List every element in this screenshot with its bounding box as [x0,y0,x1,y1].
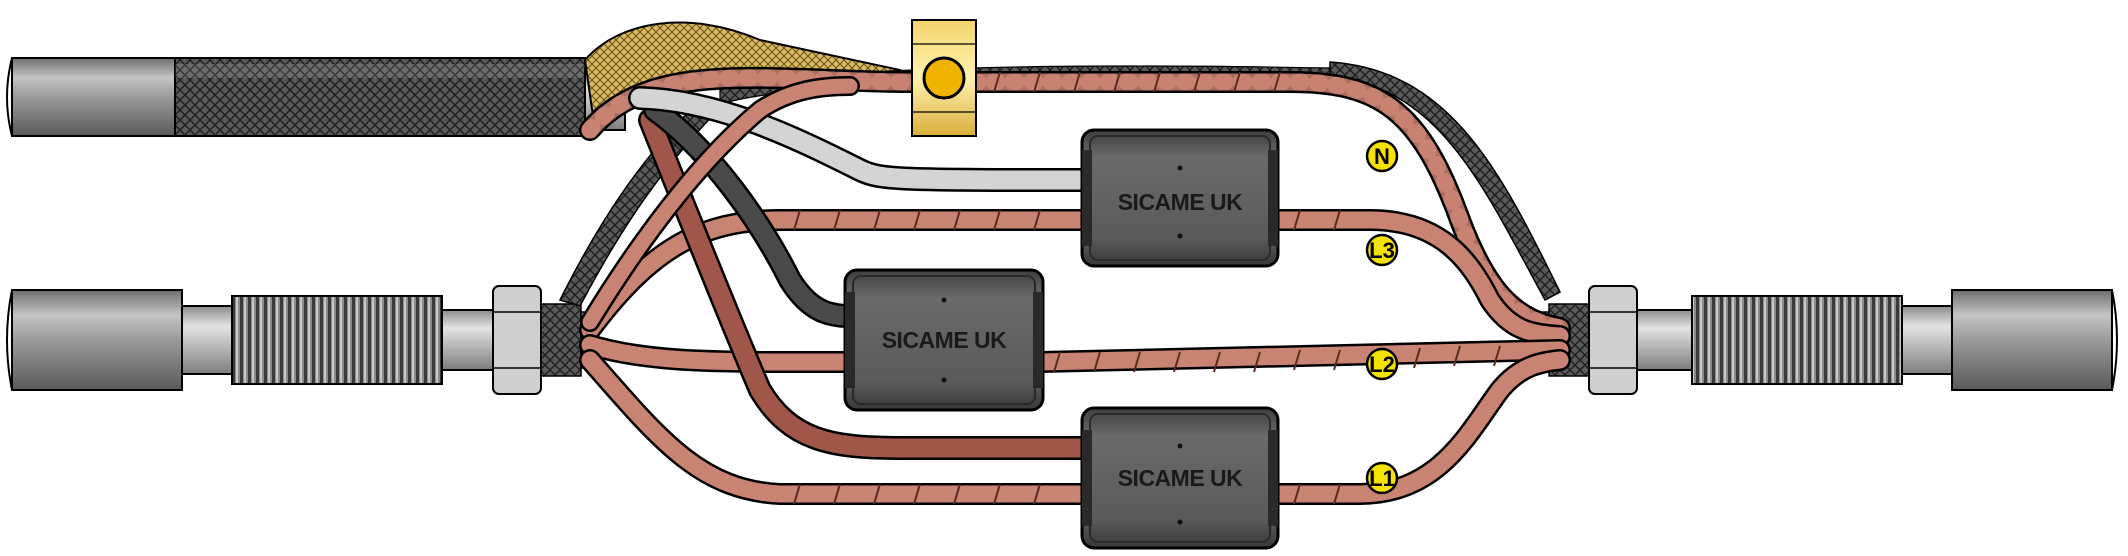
connector-l1: SICAME UK [1080,406,1280,550]
earth-clamp [911,19,977,137]
connector-label: SICAME UK [882,327,1007,353]
phase-marker-l1: L1 [1365,461,1399,495]
phase-marker-l3: L3 [1365,233,1399,267]
connector-l2: SICAME UK [843,268,1045,412]
phase-marker-n: N [1365,139,1399,173]
connector-label: SICAME UK [1118,465,1243,491]
right-cable [1534,285,2118,395]
connector-label: SICAME UK [1118,189,1243,215]
svg-text:L2: L2 [1369,352,1395,377]
left-top-cable [6,57,626,137]
svg-text:L3: L3 [1369,238,1395,263]
connector-n: SICAME UK [1080,128,1280,268]
left-bottom-cable [6,285,596,395]
earth-braid-right [1329,61,1561,302]
phase-marker-l2: L2 [1365,347,1399,381]
svg-text:L1: L1 [1369,466,1395,491]
cores [579,66,1571,505]
svg-text:N: N [1374,144,1390,169]
